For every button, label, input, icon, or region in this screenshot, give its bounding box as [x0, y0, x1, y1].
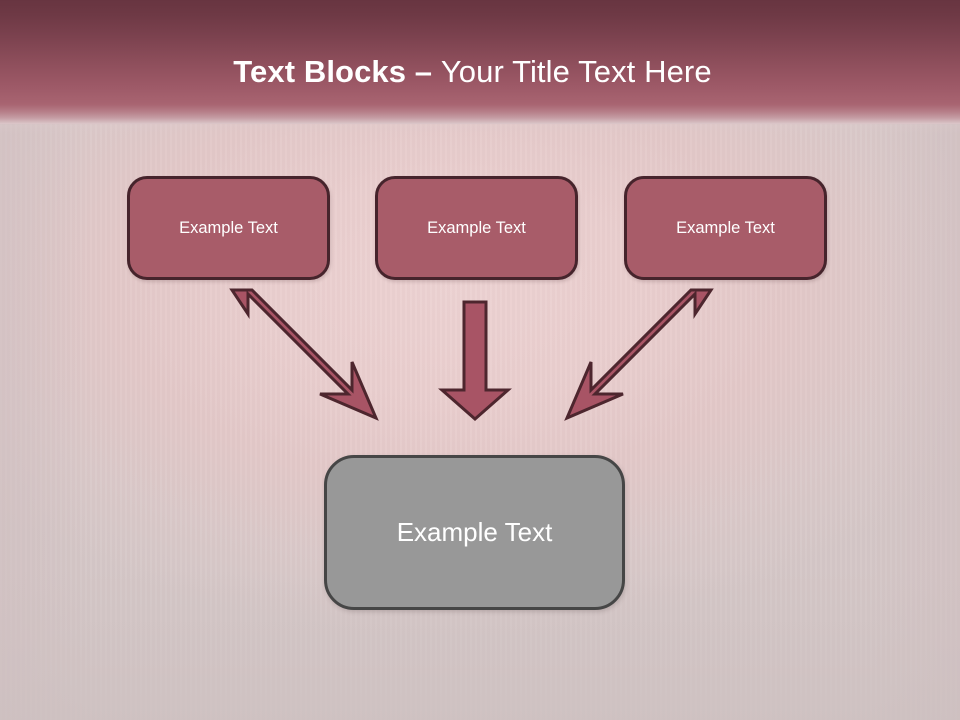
- text-block-3-label: Example Text: [676, 218, 775, 237]
- text-block-2[interactable]: Example Text: [375, 176, 578, 280]
- text-block-1[interactable]: Example Text: [127, 176, 330, 280]
- text-block-1-label: Example Text: [179, 218, 278, 237]
- page-title-bold: Text Blocks: [233, 54, 407, 89]
- text-block-2-label: Example Text: [427, 218, 526, 237]
- title-banner: [0, 0, 960, 124]
- result-block[interactable]: Example Text: [324, 455, 625, 610]
- page-title-rest: Your Title Text Here: [440, 54, 712, 89]
- page-title-separator: –: [406, 54, 441, 89]
- title-banner-fade: [0, 104, 960, 134]
- text-block-3[interactable]: Example Text: [624, 176, 827, 280]
- page-title: Text Blocks – Your Title Text Here: [0, 52, 945, 92]
- result-block-label: Example Text: [396, 517, 553, 547]
